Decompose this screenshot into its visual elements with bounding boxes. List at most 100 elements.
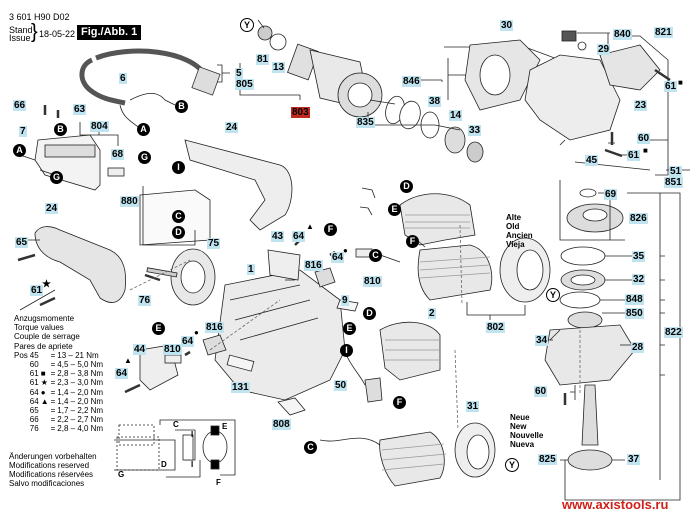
part-label-14[interactable]: 14	[449, 110, 463, 121]
brush-holder-43	[267, 249, 301, 281]
part-label-804[interactable]: 804	[90, 121, 109, 132]
part-label-2[interactable]: 2	[428, 308, 436, 319]
part-label-51[interactable]: 51	[669, 166, 683, 177]
flange-28	[544, 324, 636, 386]
torque-row: 61■=2,8 – 3,8 Nm	[29, 369, 104, 379]
brace: }	[31, 21, 38, 43]
connector-c: C	[172, 210, 185, 223]
part-label-848[interactable]: 848	[625, 294, 644, 305]
screw-76	[144, 273, 161, 282]
wiring-schematic	[114, 419, 236, 478]
part-label-131[interactable]: 131	[231, 382, 250, 393]
ring-35	[560, 246, 606, 266]
triangle-mark-icon: ▲	[306, 222, 314, 231]
dot-mark-icon: ●	[343, 246, 348, 255]
part-label-75[interactable]: 75	[207, 238, 221, 249]
schematic-label-i-bottom: I	[191, 460, 194, 469]
part-label-61-top[interactable]: 61	[664, 81, 678, 92]
part-label-65[interactable]: 65	[15, 237, 29, 248]
connector-y: Y	[505, 458, 519, 472]
part-label-24-side[interactable]: 24	[45, 203, 59, 214]
part-label-61-star[interactable]: 61	[30, 285, 44, 296]
part-label-64-dot-top[interactable]: 64	[331, 252, 345, 263]
torque-values: Anzugsmomente Torque values Couple de se…	[14, 314, 104, 434]
part-label-821[interactable]: 821	[654, 27, 673, 38]
part-label-66[interactable]: 66	[13, 100, 27, 111]
connector-d: D	[400, 180, 413, 193]
part-label-816-bottom[interactable]: 816	[205, 322, 224, 333]
part-label-846[interactable]: 846	[402, 76, 421, 87]
part-label-9[interactable]: 9	[341, 295, 349, 306]
part-label-68[interactable]: 68	[111, 149, 125, 160]
part-label-38[interactable]: 38	[428, 96, 442, 107]
part-label-33[interactable]: 33	[468, 125, 482, 136]
connector-y: Y	[240, 18, 254, 32]
part-label-50[interactable]: 50	[334, 380, 348, 391]
part-label-851[interactable]: 851	[664, 177, 683, 188]
part-label-840[interactable]: 840	[613, 29, 632, 40]
part-label-45[interactable]: 45	[585, 155, 599, 166]
connector-i: I	[172, 161, 185, 174]
part-label-60-top[interactable]: 60	[637, 133, 651, 144]
part-label-61-mid[interactable]: 61	[627, 150, 641, 161]
part-label-35[interactable]: 35	[632, 251, 646, 262]
part-label-81[interactable]: 81	[256, 54, 270, 65]
part-label-34[interactable]: 34	[535, 335, 549, 346]
torque-row: 64▲=1,4 – 2,0 Nm	[29, 396, 104, 406]
part-label-850[interactable]: 850	[625, 308, 644, 319]
part-label-802[interactable]: 802	[486, 322, 505, 333]
part-label-825[interactable]: 825	[538, 454, 557, 465]
part-label-5[interactable]: 5	[235, 68, 243, 79]
part-label-810-bottom[interactable]: 810	[163, 344, 182, 355]
part-label-6[interactable]: 6	[119, 73, 127, 84]
screw-61-star	[39, 296, 56, 307]
part-label-63[interactable]: 63	[73, 104, 87, 115]
doc-number: 3 601 H90 D02	[9, 12, 70, 22]
schematic-label-c: C	[173, 420, 179, 429]
connector-b: B	[54, 123, 67, 136]
part-label-835[interactable]: 835	[356, 117, 375, 128]
part-label-13[interactable]: 13	[272, 62, 286, 73]
part-label-23[interactable]: 23	[634, 100, 648, 111]
part-label-44[interactable]: 44	[133, 344, 147, 355]
part-label-7[interactable]: 7	[19, 126, 27, 137]
part-label-28[interactable]: 28	[631, 342, 645, 353]
part-label-64-triangle-bottom[interactable]: 64	[115, 368, 129, 379]
website-link[interactable]: www.axistools.ru	[562, 497, 669, 512]
part-label-29[interactable]: 29	[597, 44, 611, 55]
part-label-64-triangle-top[interactable]: 64	[292, 231, 306, 242]
part-label-60-bottom[interactable]: 60	[534, 386, 548, 397]
torque-row: 66=2,2 – 2,7 Nm	[29, 415, 104, 425]
spindle	[581, 384, 599, 446]
part-label-31[interactable]: 31	[466, 401, 480, 412]
part-label-32[interactable]: 32	[632, 274, 646, 285]
part-label-826[interactable]: 826	[629, 213, 648, 224]
connector-i: I	[340, 344, 353, 357]
part-label-64-dot-bottom[interactable]: 64	[181, 336, 195, 347]
field-coil-upper	[399, 193, 476, 246]
screw-64-triangle	[124, 383, 141, 394]
part-label-30[interactable]: 30	[500, 20, 514, 31]
part-label-803[interactable]: 803	[291, 107, 310, 118]
figure-title: Fig./Abb. 1	[77, 25, 142, 40]
connector-e: E	[388, 203, 401, 216]
old-note: Alte Old Ancien Vieja	[506, 213, 533, 249]
part-label-816-top[interactable]: 816	[304, 260, 323, 271]
part-label-822[interactable]: 822	[664, 327, 683, 338]
brush-holder-50	[364, 377, 383, 403]
plug	[191, 66, 221, 96]
part-label-808[interactable]: 808	[272, 419, 291, 430]
side-handle	[34, 226, 127, 303]
part-label-1[interactable]: 1	[247, 264, 255, 275]
part-label-24-top[interactable]: 24	[225, 122, 239, 133]
part-label-43[interactable]: 43	[271, 231, 285, 242]
connector-d: D	[363, 307, 376, 320]
new-note: Neue New Nouvelle Nueva	[510, 413, 544, 449]
part-label-69[interactable]: 69	[604, 189, 618, 200]
part-label-880[interactable]: 880	[120, 196, 139, 207]
part-label-805[interactable]: 805	[235, 79, 254, 90]
part-label-37[interactable]: 37	[627, 454, 641, 465]
part-label-76[interactable]: 76	[138, 295, 152, 306]
part-label-810-top[interactable]: 810	[363, 276, 382, 287]
